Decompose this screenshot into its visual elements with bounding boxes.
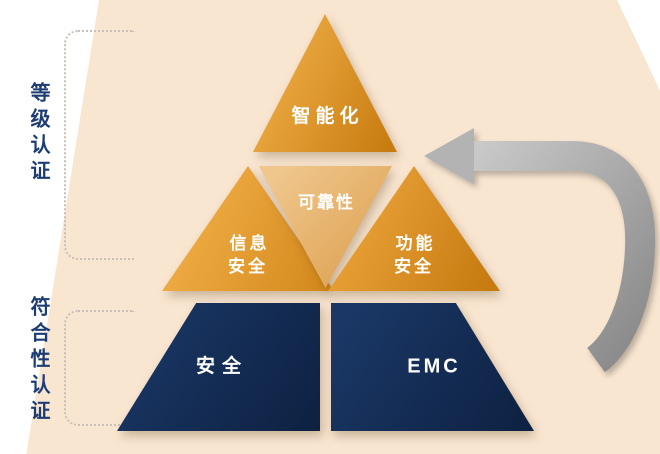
pyramid-middle-right-triangle: 功能 安全 [328, 166, 500, 291]
top-triangle-shape [253, 14, 397, 152]
pyramid-bottom-right-block: EMC [331, 303, 534, 431]
grade-certification-label: 等级认证 [27, 82, 49, 186]
grade-cert-bracket [64, 30, 134, 260]
compliance-cert-bracket [64, 310, 134, 426]
pyramid-top-triangle: 智能化 [253, 14, 397, 152]
bottom-right-block-label: EMC [407, 355, 461, 378]
middle-center-triangle-label: 可靠性 [298, 193, 355, 212]
curved-arrow-icon [424, 128, 656, 373]
compliance-certification-label: 符合性认证 [27, 296, 49, 426]
pyramid-bottom-left-block: 安全 [117, 303, 320, 431]
bottom-left-block-label: 安全 [195, 356, 248, 378]
middle-right-triangle-label: 功能 安全 [394, 234, 436, 277]
top-triangle-label: 智能化 [291, 106, 364, 128]
middle-left-triangle-label: 信息 安全 [228, 234, 270, 277]
